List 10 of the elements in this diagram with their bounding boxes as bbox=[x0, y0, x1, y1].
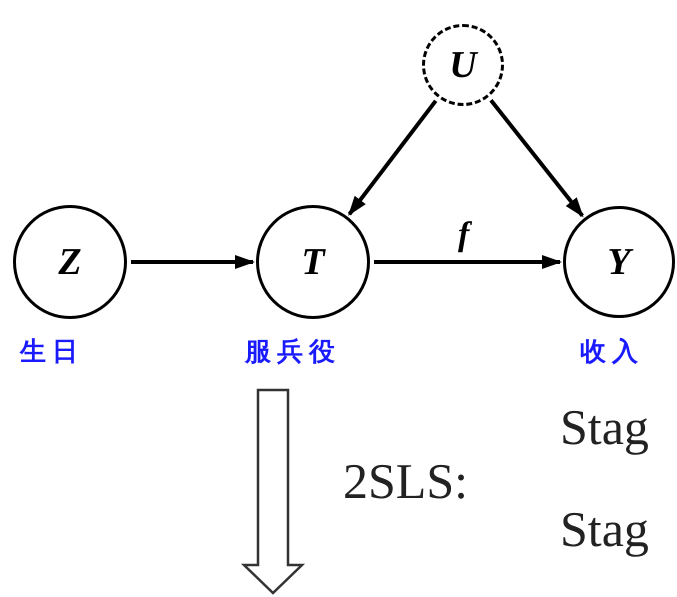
stage-label: Stag bbox=[560, 500, 649, 558]
circle-node: Z bbox=[13, 205, 127, 319]
stage-label: Stag bbox=[560, 398, 649, 456]
variable-caption: 生日 bbox=[20, 336, 84, 369]
dashed-circle-node: U bbox=[422, 24, 504, 106]
circle-node: Y bbox=[563, 206, 675, 318]
method-label: 2SLS: bbox=[343, 452, 468, 510]
variable-caption: 服兵役 bbox=[245, 336, 341, 369]
circle-node: T bbox=[256, 205, 370, 319]
variable-caption: 收入 bbox=[580, 336, 644, 369]
